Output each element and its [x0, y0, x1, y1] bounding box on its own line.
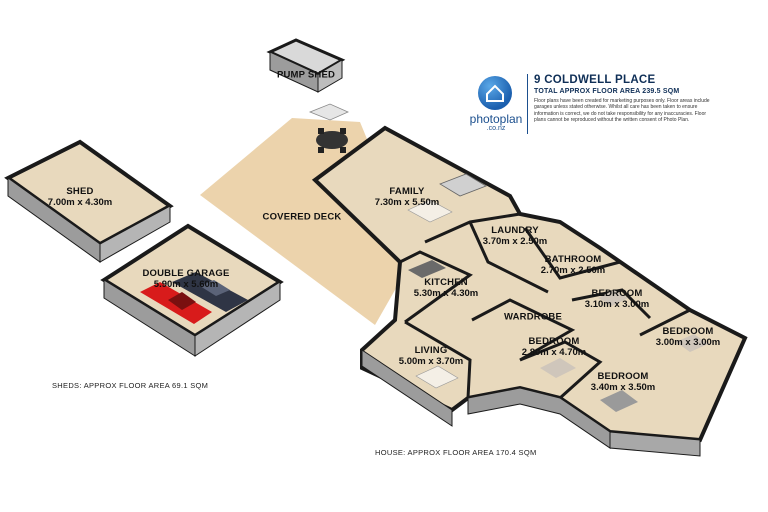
brand-name: photoplan	[469, 112, 523, 126]
outdoor-table	[308, 103, 349, 153]
room-dims: 5.30m x 4.30m	[413, 288, 479, 299]
bed-2	[676, 334, 708, 352]
brand-suffix: .co.nz	[486, 125, 506, 132]
room-name: KITCHEN	[424, 277, 468, 288]
room-name: SHED	[66, 186, 94, 197]
sheds-area-note: SHEDS: APPROX FLOOR AREA 69.1 SQM	[52, 381, 209, 390]
photoplan-logo: photoplan .co.nz	[470, 72, 522, 132]
header-divider	[527, 74, 528, 134]
room-dims: 5.90m x 5.60m	[153, 279, 219, 290]
kitchen-bench	[408, 260, 446, 278]
room-name: BATHROOM	[544, 254, 602, 265]
room-dims: 2.80m x 4.70m	[521, 347, 587, 358]
room-dims: 7.00m x 4.30m	[47, 197, 113, 208]
room-label-bedroom-2: BEDROOM 3.00m x 3.00m	[656, 326, 720, 348]
room-label-bedroom-4: BEDROOM 3.40m x 3.50m	[591, 371, 655, 393]
room-label-bathroom: BATHROOM 2.70m x 2.50m	[541, 254, 605, 276]
house-area-note: HOUSE: APPROX FLOOR AREA 170.4 SQM	[375, 448, 537, 457]
room-name: WARDROBE	[503, 311, 563, 323]
room-dims: 2.70m x 2.50m	[540, 265, 606, 276]
room-name: COVERED DECK	[262, 211, 342, 223]
shed	[4, 139, 174, 263]
room-name: BEDROOM	[662, 326, 714, 337]
room-label-covered-deck: COVERED DECK	[263, 212, 342, 223]
room-name: BEDROOM	[591, 288, 643, 299]
room-name: BEDROOM	[597, 371, 649, 382]
room-dims: 3.40m x 3.50m	[590, 382, 656, 393]
property-header: photoplan .co.nz 9 COLDWELL PLACE TOTAL …	[470, 72, 710, 142]
room-dims: 5.00m x 3.70m	[398, 356, 464, 367]
room-label-bedroom-3: BEDROOM 2.80m x 4.70m	[522, 336, 586, 358]
room-name: FAMILY	[389, 186, 425, 197]
room-label-bedroom-1: BEDROOM 3.10m x 3.00m	[585, 288, 649, 310]
bed-1	[598, 290, 628, 306]
room-label-shed: SHED 7.00m x 4.30m	[48, 186, 112, 208]
room-label-kitchen: KITCHEN 5.30m x 4.30m	[414, 277, 478, 299]
room-label-wardrobe: WARDROBE	[504, 312, 562, 323]
room-label-pump-shed: PUMP SHED	[277, 70, 335, 81]
room-dims: 3.00m x 3.00m	[655, 337, 721, 348]
house-icon	[478, 76, 512, 110]
red-car	[140, 282, 212, 324]
room-label-family: FAMILY 7.30m x 5.50m	[375, 186, 439, 208]
room-name: BEDROOM	[528, 336, 580, 347]
room-label-laundry: LAUNDRY 3.70m x 2.50m	[483, 225, 547, 247]
disclaimer-text: Floor plans have been created for market…	[534, 98, 710, 123]
room-dims: 3.70m x 2.50m	[482, 236, 548, 247]
total-floor-area: TOTAL APPROX FLOOR AREA 239.5 SQM	[534, 88, 680, 95]
dark-car	[172, 272, 248, 312]
room-name: LAUNDRY	[491, 225, 539, 236]
room-name: PUMP SHED	[276, 69, 336, 81]
family-rug	[407, 199, 453, 223]
room-name: DOUBLE GARAGE	[142, 268, 230, 279]
room-dims: 3.10m x 3.00m	[584, 299, 650, 310]
room-label-living: LIVING 5.00m x 3.70m	[399, 345, 463, 367]
room-dims: 7.30m x 5.50m	[374, 197, 440, 208]
living-rug	[415, 365, 459, 389]
bed-4	[600, 390, 638, 412]
property-address: 9 COLDWELL PLACE	[534, 74, 656, 86]
house-floorplan	[311, 125, 748, 457]
bed-3	[540, 358, 576, 378]
room-name: LIVING	[414, 345, 448, 356]
room-label-double-garage: DOUBLE GARAGE 5.90m x 5.60m	[142, 268, 229, 290]
family-sofa	[439, 173, 487, 197]
double-garage	[100, 223, 284, 357]
pump-shed	[266, 38, 346, 93]
